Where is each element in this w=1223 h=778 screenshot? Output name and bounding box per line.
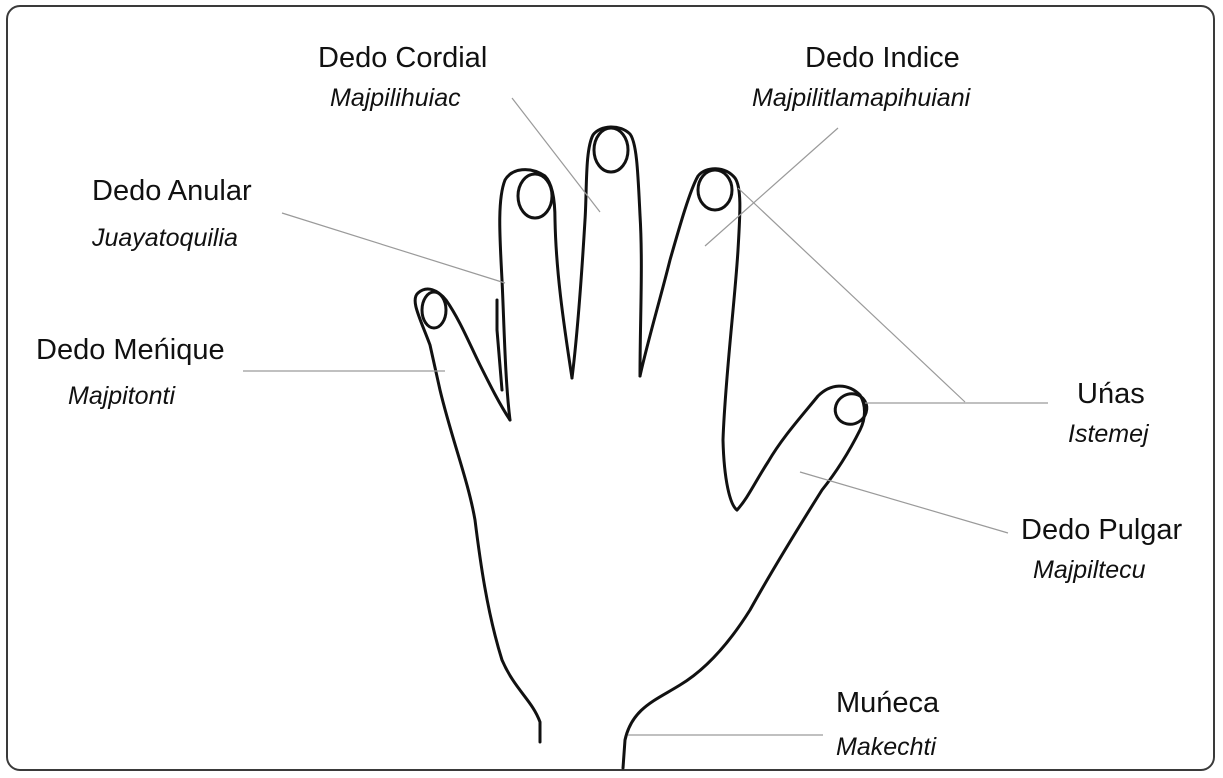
label-unas-na: Istemej (1068, 420, 1149, 448)
leader-unas-index (737, 187, 966, 403)
left-hand-edge (413, 287, 542, 744)
label-cordial-es: Dedo Cordial (318, 42, 488, 74)
label-unas-es: Uńas (1077, 378, 1145, 410)
label-menique-na: Majpitonti (68, 382, 175, 410)
label-muneca-es: Muńeca (836, 687, 940, 719)
leader-indice (704, 127, 839, 247)
finger-gap-pinky-ring (495, 298, 504, 392)
label-anular-na: Juayatoquilia (92, 224, 238, 252)
label-muneca-na: Makechti (836, 733, 937, 761)
label-indice-na: Majpilitlamapihuiani (752, 84, 971, 112)
leader-lines (243, 97, 1048, 736)
leader-anular (281, 212, 506, 284)
label-menique-es: Dedo Meńique (36, 334, 225, 366)
leader-pulgar (799, 471, 1009, 534)
diagram-frame (6, 5, 1215, 771)
middle-nail (592, 126, 630, 174)
thumb-nail (833, 392, 869, 426)
label-cordial-na: Majpilihuiac (330, 84, 461, 112)
label-indice-es: Dedo Indice (805, 42, 960, 74)
ring-finger-left (498, 168, 574, 422)
label-pulgar-es: Dedo Pulgar (1021, 514, 1183, 546)
ring-nail (516, 172, 554, 220)
pinky-nail (420, 290, 448, 330)
label-pulgar-na: Majpiltecu (1033, 556, 1146, 584)
index-finger (638, 167, 742, 512)
middle-finger (570, 125, 643, 380)
index-nail (696, 168, 734, 212)
thumb (621, 384, 866, 770)
hand-outline (413, 125, 869, 770)
leader-cordial (511, 97, 601, 213)
label-anular-es: Dedo Anular (92, 175, 252, 207)
